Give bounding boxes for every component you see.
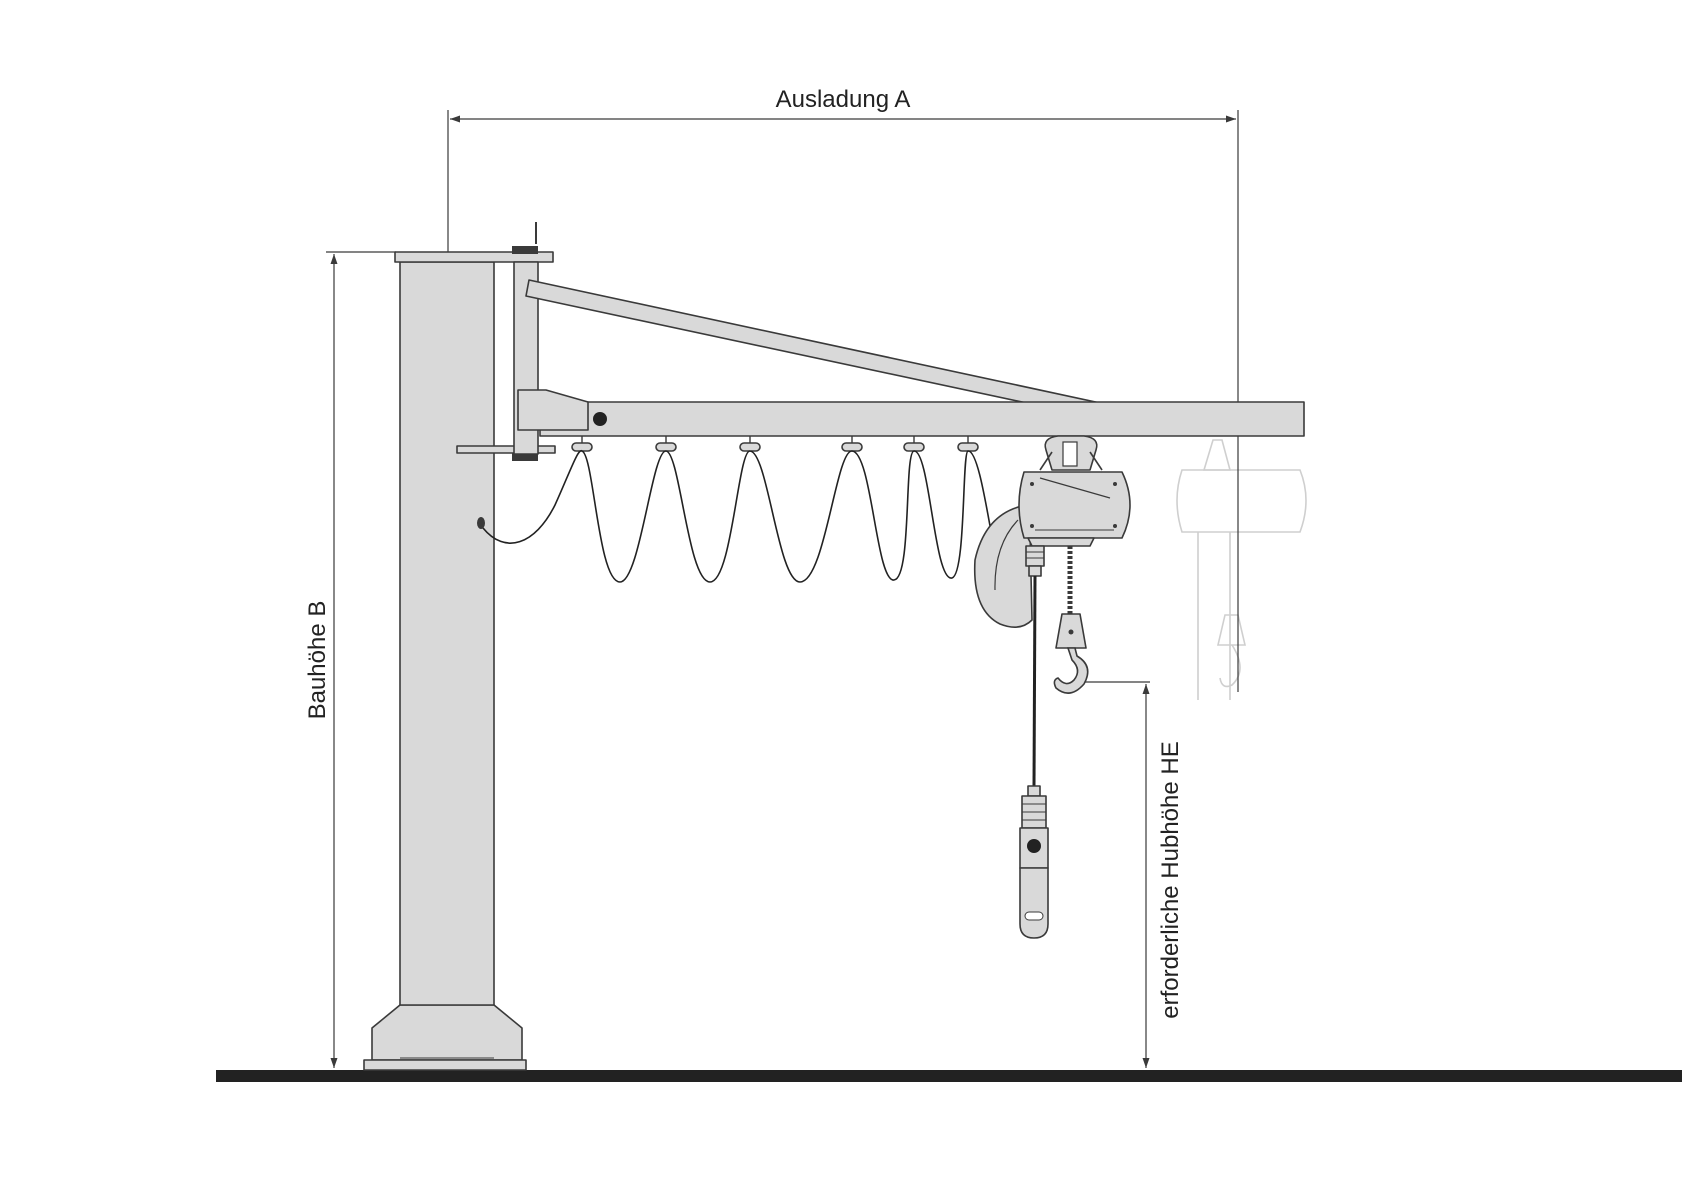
ghost-hoist-outline: [1176, 439, 1307, 700]
arm-joint-bracket: [517, 389, 589, 431]
base-plate: [363, 1059, 527, 1071]
crane-column: [363, 251, 556, 1071]
column-shaft: [399, 261, 495, 1006]
load-hook: [1053, 647, 1089, 694]
cable-trolleys: [571, 436, 979, 452]
cable-entry: [477, 517, 485, 529]
reach-label: Ausladung A: [776, 86, 911, 113]
pendant-handle: [1019, 867, 1049, 939]
lift-label: erforderliche Hubhöhe HE: [1157, 741, 1184, 1019]
height-label: Bauhöhe B: [304, 601, 331, 720]
festoon-cable: [482, 450, 997, 583]
column-base-flare: [371, 1004, 523, 1061]
chain-bag: [973, 505, 1033, 628]
floor-line: [216, 1070, 1682, 1082]
control-cable: [1032, 575, 1037, 787]
pendant-button: [1027, 839, 1041, 853]
jib-arm: [539, 401, 1305, 437]
hoist-motor-body: [1018, 471, 1131, 539]
lower-collar-plate: [456, 445, 556, 454]
arm-pivot-pin: [593, 412, 607, 426]
column-top-plate: [394, 251, 554, 263]
pendant-control: [1019, 785, 1049, 939]
electric-chain-hoist: [973, 435, 1131, 787]
